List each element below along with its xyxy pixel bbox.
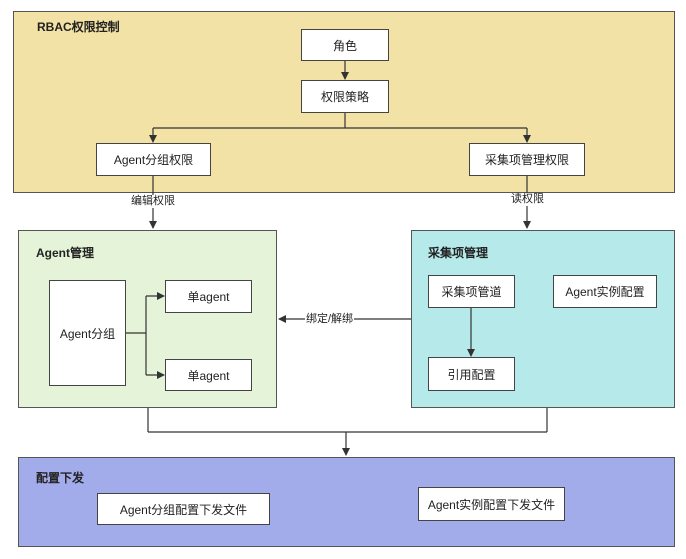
instance-dispatch-file-node: Agent实例配置下发文件 — [418, 487, 565, 521]
agent-management-title: Agent管理 — [36, 246, 94, 260]
config-dispatch-title: 配置下发 — [36, 471, 85, 485]
collector-permission-node: 采集项管理权限 — [469, 143, 585, 176]
agent-instance-config-node: Agent实例配置 — [553, 275, 657, 308]
group-dispatch-file-node: Agent分组配置下发文件 — [97, 493, 270, 525]
agent-group-node: Agent分组 — [49, 280, 126, 386]
agent-group-permission-node: Agent分组权限 — [96, 143, 211, 176]
read-permission-label: 读权限 — [510, 193, 545, 206]
policy-node: 权限策略 — [301, 80, 389, 113]
role-node: 角色 — [301, 29, 389, 61]
single-agent-node-1: 单agent — [165, 280, 252, 313]
single-agent-node-2: 单agent — [165, 359, 252, 391]
edit-permission-label: 编辑权限 — [130, 195, 176, 208]
rbac-title: RBAC权限控制 — [37, 20, 120, 34]
collector-management-title: 采集项管理 — [428, 246, 489, 260]
reference-config-node: 引用配置 — [428, 357, 515, 391]
bind-unbind-label: 绑定/解绑 — [305, 313, 355, 326]
collector-pipeline-node: 采集项管道 — [428, 275, 515, 308]
